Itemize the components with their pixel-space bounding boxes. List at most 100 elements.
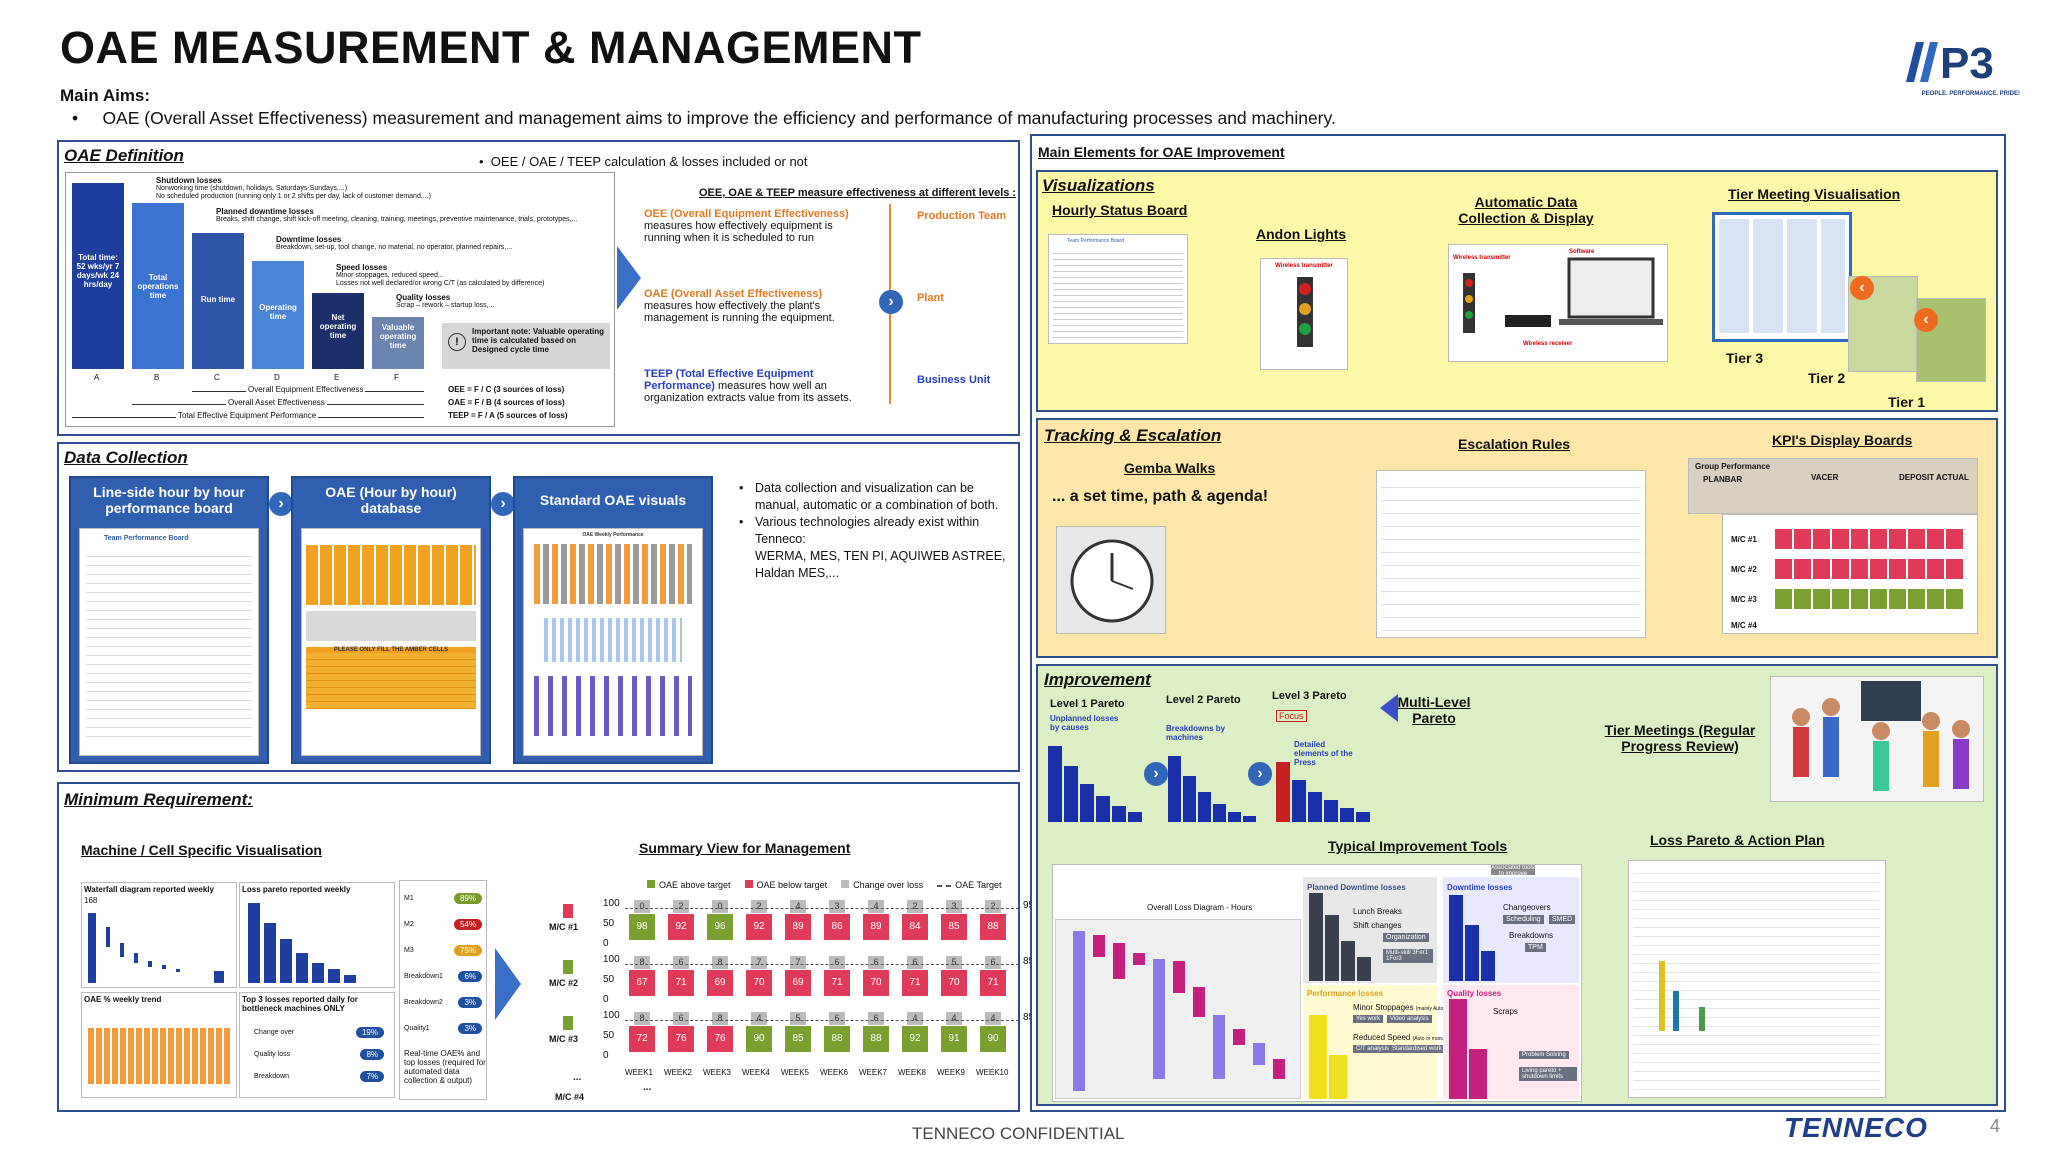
waterfall-value: 168 [84,896,98,905]
week-label: WEEK10 [976,1068,1009,1077]
kpi-group-label: Group Performance [1695,462,1771,471]
formula-teep: TEEP = F / A (5 sources of loss) [448,411,568,420]
auto-sw-label: Software [1569,249,1595,255]
week-label: WEEK6 [820,1068,849,1077]
loss-pareto-mini-chart [1659,961,1705,1031]
oae-cell: 89 [785,914,811,940]
mini-pareto-chart [248,903,356,983]
tier1-label: Tier 1 [1888,394,1926,410]
planned-desc: Breaks, shift change, shift kick-off mee… [216,216,578,223]
bar-c [192,233,244,369]
oae-cell: 89 [863,914,889,940]
loss-cell: 6 [985,956,1001,969]
oae-trend-title: OAE % weekly trend [84,995,162,1004]
oae-cell: 70 [746,970,772,996]
bar-e [312,293,364,369]
side-row-label: M1 [404,894,414,902]
legend-label: OAE Target [955,880,1002,890]
level3-subtitle: Detailed elements of the Press [1294,740,1353,767]
bar-a [72,183,124,369]
andon-thumb: Wireless transmitter [1260,258,1348,370]
week-label: WEEK7 [859,1068,888,1077]
clock-thumb [1056,526,1166,634]
logo-tag: PEOPLE. PERFORMANCE. PRIDE! [1921,91,2020,97]
loss-cell: 6 [868,1012,884,1025]
oae-cell: 86 [824,914,850,940]
improvement-tools-heading: Typical Improvement Tools [1328,838,1508,854]
page-number: 4 [1990,1116,2001,1136]
level3-pareto-label: Level 3 Pareto [1272,690,1347,702]
downtime-losses-tag-label: Downtime losses [1447,883,1513,892]
loss-pareto-action-thumb [1628,860,1886,1098]
axis-tick: 0 [603,994,609,1005]
axis-tick: 0 [603,938,609,949]
top-loss-label: Breakdown [254,1072,290,1080]
visuals-thumb-title: OAE Weekly Performance [582,532,644,538]
tier3-board-thumb [1712,212,1852,342]
kpi-planbar-label: PLANBAR [1703,475,1743,484]
machine-label: M/C #2 [549,978,579,988]
level-business-unit: Business Unit [917,374,991,386]
andon-tower-icon [1297,277,1313,347]
right-arrow-icon [495,948,521,1020]
oee-line-label: Overall Equipment Effectiveness [246,385,366,394]
escalation-rules-heading: Escalation Rules [1458,436,1571,452]
loss-cell: 6 [829,1012,845,1025]
letter-b: B [154,373,160,382]
legend-item: Change over loss [841,880,923,890]
aims-heading: Main Aims: [60,86,151,105]
quality-desc: Scrap – rework – startup loss,... [396,302,495,309]
chevron-left-icon: ‹ [1914,308,1938,332]
level3-pareto-chart [1276,762,1370,822]
top-loss-value: 8% [360,1048,384,1060]
machine-arrow-icon [563,960,573,974]
performance-board-thumb: Team Performance Board [79,528,259,756]
loss-cell: 4 [946,1012,962,1025]
letter-c: C [214,373,220,382]
bar-f-label: Valuable operating time [379,323,417,350]
bar-e-label: Net operating time [319,313,357,340]
oae-database-card: OAE (Hour by hour) database PLEASE ONLY … [291,476,491,764]
standard-visuals-card: Standard OAE visuals OAE Weekly Performa… [513,476,713,764]
oae-cell: 69 [785,970,811,996]
escalation-rules-thumb [1376,470,1646,638]
shutdown-desc-1: Nonworking time (shutdown, holidays, Sat… [156,185,348,192]
side-row-value: 3% [458,996,482,1008]
performance-pareto [1309,1015,1347,1099]
machine-label: M/C #4 [555,1092,585,1102]
machine-label: M/C #1 [549,922,579,932]
oae-cell: 88 [824,1026,850,1052]
axis-tick: 50 [603,974,615,985]
loss-cell: 6 [673,956,689,969]
smed-tag: SMED [1549,915,1576,924]
confidential-footer: TENNECO CONFIDENTIAL [912,1124,1125,1143]
oae-cell: 85 [785,1026,811,1052]
kpi-grid-thumb: M/C #1 M/C #2 M/C #3 M/C #4 [1722,514,1978,634]
kpi-roof-label: DEPOSIT ACTUAL [1899,473,1969,482]
chevron-left-icon: ‹ [1850,276,1874,300]
loss-pareto-heading: Loss Pareto & Action Plan [1650,832,1825,848]
multi-level-pareto-heading: Multi-Level Pareto [1397,694,1471,726]
target-line [625,964,1019,965]
downtime-losses-label: Downtime losses [276,235,342,244]
oae-cell: 76 [668,1026,694,1052]
target-line [625,1020,1019,1021]
speed-desc-1: Minor stoppages, reduced speed... [336,272,444,279]
loss-cell: 7 [790,956,806,969]
oae-description: OAE (Overall Asset Effectiveness)measure… [644,288,835,324]
week-label: WEEK9 [937,1068,966,1077]
important-note: ! Important note: Valuable operating tim… [442,323,610,369]
shift-changes-label: Shift changes [1353,921,1402,930]
oae-cell: 67 [629,970,655,996]
machine-visualisation-heading: Machine / Cell Specific Visualisation [81,842,322,858]
db-note: PLEASE ONLY FILL THE AMBER CELLS [306,647,476,653]
tier2-label: Tier 2 [1808,370,1846,386]
week-label: WEEK4 [742,1068,771,1077]
loss-cell: 8 [712,1012,728,1025]
chevron-right-icon: › [269,492,293,516]
machine-arrow-icon [563,1016,573,1030]
chevron-right-icon: › [879,290,903,314]
